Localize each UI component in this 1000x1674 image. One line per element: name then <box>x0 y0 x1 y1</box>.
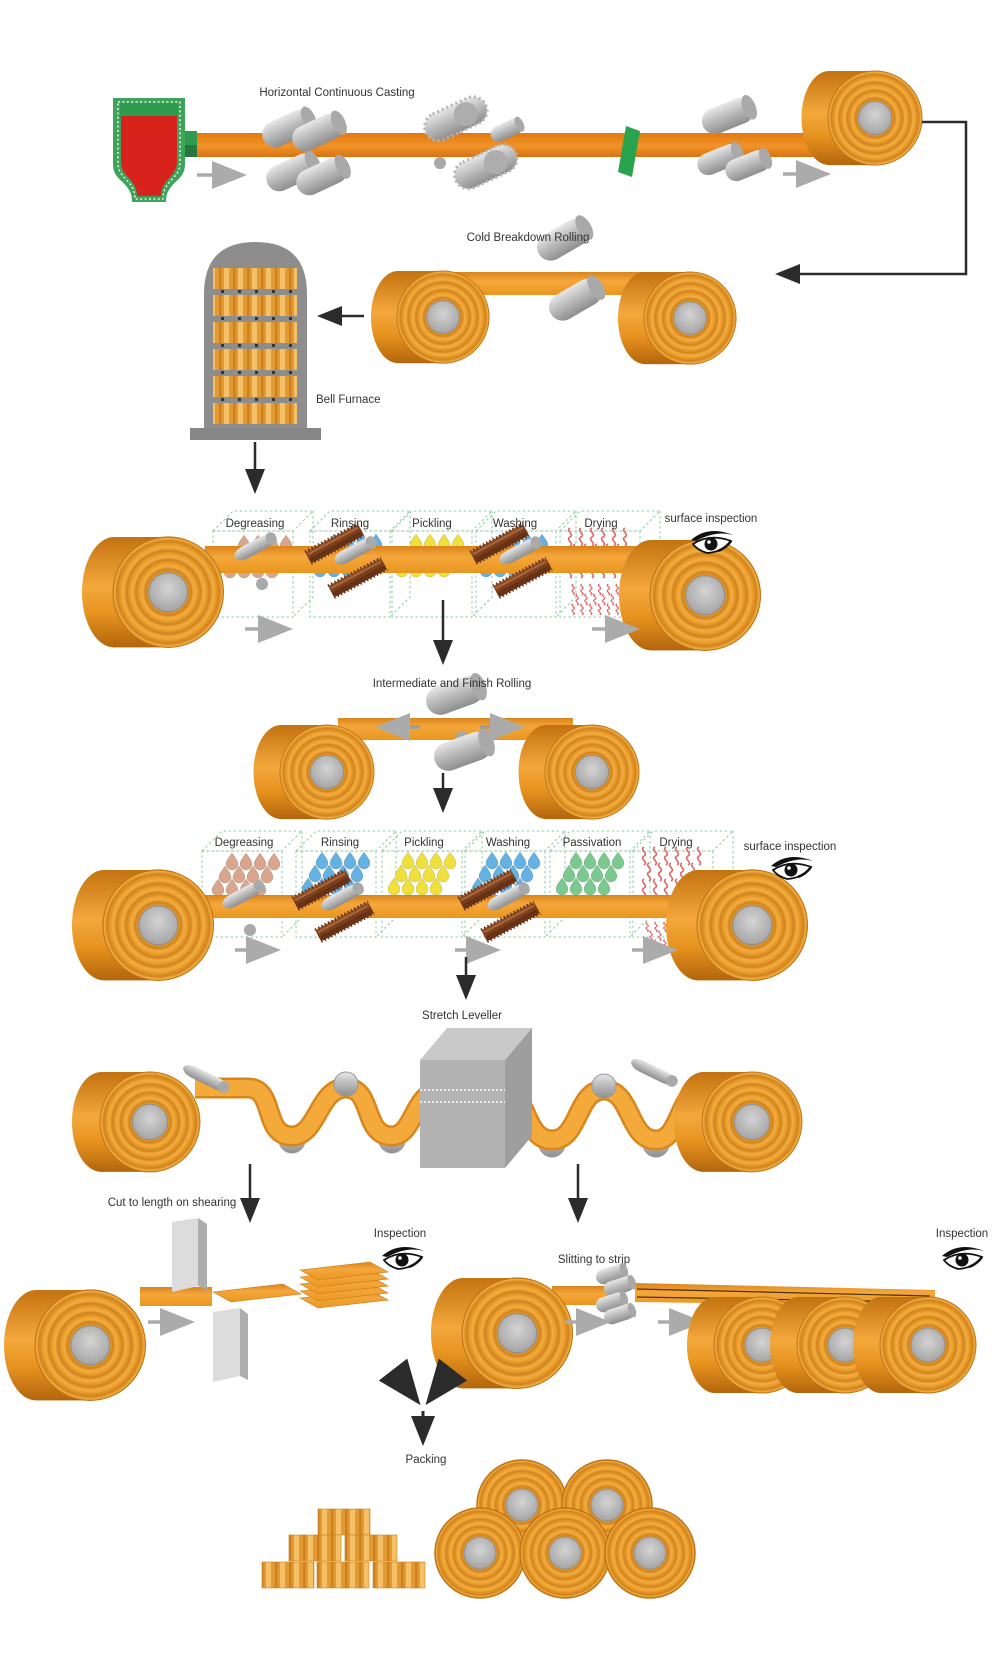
label-passivation-2: Passivation <box>563 837 622 849</box>
stretch-leveller-section: Stretch Leveller <box>71 1010 803 1223</box>
label-cut-to-length: Cut to length on shearing <box>108 1197 237 1209</box>
label-washing-1: Washing <box>493 518 537 530</box>
packed-coil-pyramid <box>434 1459 696 1599</box>
label-degreasing-1: Degreasing <box>226 518 285 530</box>
coil-finish-left <box>253 724 375 820</box>
label-surface-inspection-1: surface inspection <box>665 513 758 525</box>
label-surface-inspection-2: surface inspection <box>744 841 837 853</box>
label-drying-1: Drying <box>584 518 617 530</box>
packing-section: Packing <box>261 1358 696 1599</box>
inspection-eye-icon <box>380 1245 426 1271</box>
label-casting: Horizontal Continuous Casting <box>259 87 414 99</box>
coil-leveller-right <box>673 1071 803 1173</box>
cleaning-line-1: Degreasing Rinsing Pickling Washing Dryi… <box>81 510 762 665</box>
strip <box>205 546 670 573</box>
intermediate-rolling-section: Intermediate and Finish Rolling <box>253 670 640 820</box>
crucible <box>113 98 197 202</box>
shear-blade-upper <box>172 1218 207 1292</box>
label-inspection-coils: Inspection <box>936 1228 988 1240</box>
casting-gate <box>618 126 640 177</box>
label-packing: Packing <box>406 1454 447 1466</box>
coil-finish-right <box>518 724 640 820</box>
coil-line2-left <box>71 869 215 981</box>
label-cold-breakdown: Cold Breakdown Rolling <box>467 232 590 244</box>
stretch-leveller-cube <box>420 1028 532 1168</box>
coil-breakdown-right <box>617 271 737 365</box>
inspection-eye-icon <box>940 1245 986 1271</box>
label-drying-2: Drying <box>659 837 692 849</box>
cold-breakdown-section: Cold Breakdown Rolling Bell Furnace <box>190 212 737 494</box>
label-pickling-1: Pickling <box>412 518 452 530</box>
label-intermediate-rolling: Intermediate and Finish Rolling <box>373 678 532 690</box>
label-degreasing-2: Degreasing <box>215 837 274 849</box>
coil-line1-left <box>81 536 225 648</box>
coil-line1-right <box>618 539 762 651</box>
cleaning-line-2: Degreasing Rinsing Pickling Washing Pass… <box>71 830 837 1000</box>
strip <box>140 1287 212 1306</box>
strip <box>200 895 715 918</box>
label-pickling-2: Pickling <box>404 837 444 849</box>
sheet-stack <box>299 1261 389 1309</box>
shearing-section: Cut to length on shearing Inspection <box>3 1197 426 1401</box>
drops-green <box>556 852 624 895</box>
cut-sheet <box>212 1283 302 1303</box>
coil-casting-exit <box>801 70 923 166</box>
slitting-section: Slitting to strip Inspection <box>430 1228 988 1394</box>
bell-furnace <box>190 242 321 440</box>
leveller-roller <box>333 1071 359 1097</box>
slit-coil-3 <box>852 1296 977 1394</box>
label-slitting: Slitting to strip <box>558 1254 630 1266</box>
label-washing-2: Washing <box>486 837 530 849</box>
scalping-mill <box>418 90 527 195</box>
coil-line2-right <box>665 869 809 981</box>
drying-squiggles-lower <box>572 584 618 615</box>
packed-block-pyramid <box>261 1508 426 1589</box>
breakdown-mill-rollers <box>532 212 610 326</box>
coil-breakdown-left <box>370 270 490 364</box>
finish-mill-rollers <box>422 670 499 775</box>
coil-shearing-feed <box>3 1289 147 1401</box>
coil-leveller-left <box>71 1071 201 1173</box>
exit-rod <box>628 1056 680 1089</box>
label-rinsing-1: Rinsing <box>331 518 369 530</box>
furnace-bolts <box>221 290 292 401</box>
label-bell-furnace: Bell Furnace <box>316 394 381 406</box>
label-stretch-leveller: Stretch Leveller <box>422 1010 502 1022</box>
shear-blade-lower <box>213 1308 248 1382</box>
leveller-roller <box>591 1073 617 1099</box>
label-inspection-sheets: Inspection <box>374 1228 426 1240</box>
drops-yellow <box>388 852 456 895</box>
merge-arrow-right <box>425 1358 468 1406</box>
label-rinsing-2: Rinsing <box>321 837 359 849</box>
merge-arrow-left <box>378 1358 421 1406</box>
slit-line <box>636 1288 931 1297</box>
casting-section: Horizontal Continuous Casting <box>113 70 968 284</box>
route-arrow-to-cold-rolling <box>775 120 968 284</box>
coil-slitting-feed <box>430 1277 574 1389</box>
